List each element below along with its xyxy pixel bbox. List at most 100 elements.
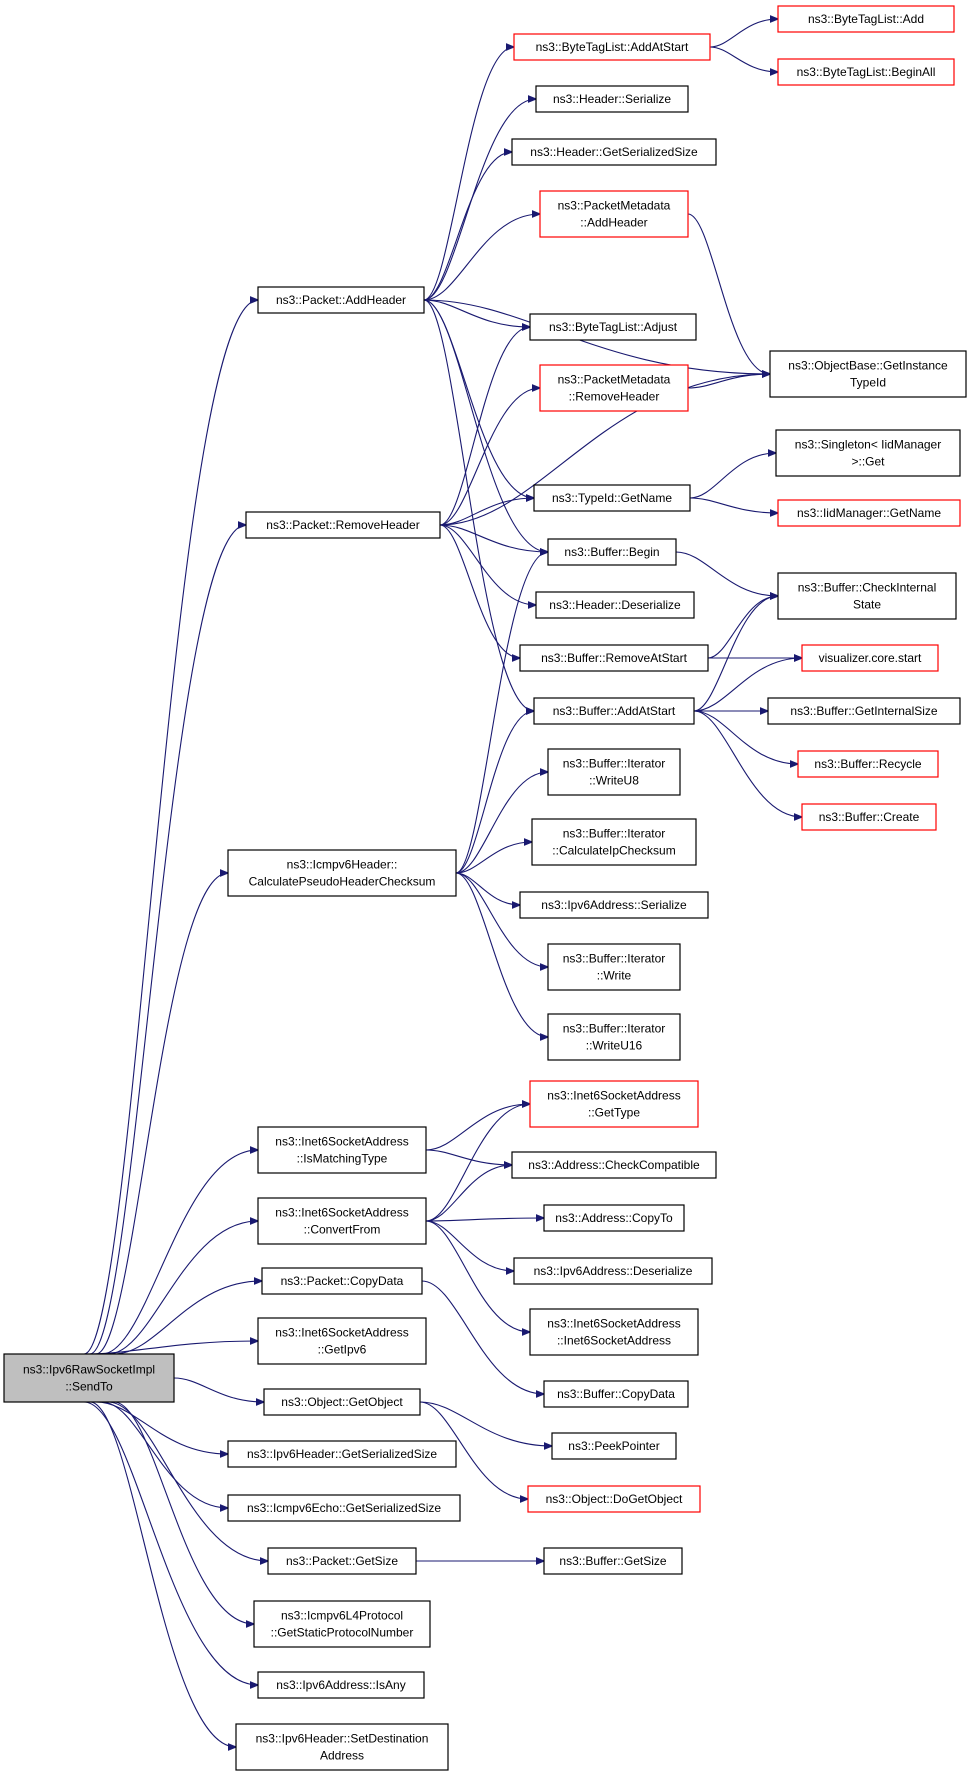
node-box: [227, 1440, 457, 1468]
call-edge: [455, 842, 532, 874]
node-ipv6hdr-getsize[interactable]: ns3::Ipv6Header::GetSerializedSize: [227, 1440, 457, 1468]
node-buffer-copydata[interactable]: ns3::Buffer::CopyData: [543, 1380, 689, 1408]
node-label-line: ns3::Header::GetSerializedSize: [530, 145, 698, 159]
node-label-line: ::CalculateIpChecksum: [552, 844, 675, 858]
node-pktmeta-removeheader[interactable]: ns3::PacketMetadata::RemoveHeader: [539, 364, 689, 412]
node-buffer-getinternalsize[interactable]: ns3::Buffer::GetInternalSize: [767, 697, 961, 725]
node-buffer-addatstart[interactable]: ns3::Buffer::AddAtStart: [533, 697, 695, 725]
node-typeid-getname[interactable]: ns3::TypeId::GetName: [533, 484, 691, 512]
edge-root-to-obj_getobject: [173, 1377, 264, 1402]
node-pkt-addheader[interactable]: ns3::Packet::AddHeader: [257, 286, 425, 314]
node-label-line: ns3::Ipv6Address::Deserialize: [534, 1264, 693, 1278]
node-box: [543, 1204, 685, 1232]
node-box: [531, 818, 697, 866]
node-visualizer-start[interactable]: visualizer.core.start: [801, 644, 939, 672]
edge-buffer_addatstart-to-buffer_recycle: [693, 710, 798, 764]
call-edge: [423, 299, 534, 498]
node-label-line: ns3::Inet6SocketAddress: [275, 1326, 408, 1340]
edge-pkt_addheader-to-pktmeta_addheader: [423, 214, 540, 301]
node-header-deserialize[interactable]: ns3::Header::Deserialize: [535, 591, 695, 619]
node-addr-checkcompat[interactable]: ns3::Address::CheckCompatible: [511, 1151, 717, 1179]
node-header-getsize[interactable]: ns3::Header::GetSerializedSize: [511, 138, 717, 166]
node-bytetag-beginall[interactable]: ns3::ByteTagList::BeginAll: [777, 58, 955, 86]
edge-pkt_removeheader-to-bytetag_adjust: [439, 327, 530, 526]
node-buffer-removeatstart[interactable]: ns3::Buffer::RemoveAtStart: [519, 644, 709, 672]
node-label-line: ns3::Buffer::GetSize: [559, 1554, 666, 1568]
call-edge: [439, 524, 548, 552]
edge-inet6_ismatching-to-inet6_gettype: [425, 1104, 530, 1151]
node-pkt-removeheader[interactable]: ns3::Packet::RemoveHeader: [245, 511, 441, 539]
node-ipv6addr-deserialize[interactable]: ns3::Ipv6Address::Deserialize: [513, 1257, 713, 1285]
node-label-line: ns3::ByteTagList::BeginAll: [797, 65, 936, 79]
node-iter-write[interactable]: ns3::Buffer::Iterator::Write: [547, 943, 681, 991]
node-buffer-begin[interactable]: ns3::Buffer::Begin: [547, 538, 677, 566]
edge-root-to-inet6_ismatching: [101, 1150, 258, 1355]
edge-bytetag_addatstart-to-bytetag_beginall: [709, 46, 778, 72]
node-label-line: ns3::PacketMetadata: [558, 373, 671, 387]
node-box: [263, 1388, 421, 1416]
edge-inet6_convertfrom-to-addr_checkcompat: [425, 1165, 512, 1222]
node-peekpointer[interactable]: ns3::PeekPointer: [551, 1432, 677, 1460]
call-edge: [423, 299, 548, 552]
node-label-line: ns3::Buffer::Begin: [564, 545, 659, 559]
node-obj-dogetobject[interactable]: ns3::Object::DoGetObject: [527, 1485, 701, 1513]
node-buffer-create[interactable]: ns3::Buffer::Create: [801, 803, 937, 831]
node-singleton-get[interactable]: ns3::Singleton< IidManager>::Get: [775, 429, 961, 477]
node-ipv6addr-serialize[interactable]: ns3::Ipv6Address::Serialize: [519, 891, 709, 919]
node-iter-writeu16[interactable]: ns3::Buffer::Iterator::WriteU16: [547, 1013, 681, 1061]
node-label-line: ::Inet6SocketAddress: [557, 1334, 671, 1348]
node-label-line: ::GetIpv6: [318, 1343, 367, 1357]
node-header-serialize[interactable]: ns3::Header::Serialize: [535, 85, 689, 113]
node-buffer-getsize[interactable]: ns3::Buffer::GetSize: [543, 1547, 683, 1575]
node-box: [257, 1126, 427, 1174]
node-label-line: ::WriteU16: [586, 1039, 643, 1053]
node-icmpv6l4-proto[interactable]: ns3::Icmpv6L4Protocol::GetStaticProtocol…: [253, 1600, 431, 1648]
node-addr-copyto[interactable]: ns3::Address::CopyTo: [543, 1204, 685, 1232]
node-box: [533, 484, 691, 512]
node-label-line: ns3::ByteTagList::Add: [808, 12, 924, 26]
node-buffer-recycle[interactable]: ns3::Buffer::Recycle: [797, 750, 939, 778]
node-inet6-ctor[interactable]: ns3::Inet6SocketAddress::Inet6SocketAddr…: [529, 1308, 699, 1356]
node-box: [533, 697, 695, 725]
node-box: [529, 1308, 699, 1356]
node-inet6-getipv6[interactable]: ns3::Inet6SocketAddress::GetIpv6: [257, 1317, 427, 1365]
call-edge: [421, 1280, 544, 1394]
node-inet6-convertfrom[interactable]: ns3::Inet6SocketAddress::ConvertFrom: [257, 1197, 427, 1245]
node-icmpv6echo-getsize[interactable]: ns3::Icmpv6Echo::GetSerializedSize: [227, 1494, 461, 1522]
node-root[interactable]: ns3::Ipv6RawSocketImpl::SendTo: [3, 1353, 175, 1403]
node-iidmgr-getname[interactable]: ns3::IidManager::GetName: [777, 499, 961, 527]
call-edge: [89, 1401, 236, 1747]
node-label-line: ns3::Buffer::GetInternalSize: [790, 704, 938, 718]
node-iter-writeu8[interactable]: ns3::Buffer::Iterator::WriteU8: [547, 748, 681, 796]
edge-pktmeta_removeheader-to-objbase_typeid: [687, 374, 770, 389]
node-icmpv6-pseudo[interactable]: ns3::Icmpv6Header::CalculatePseudoHeader…: [227, 849, 457, 897]
node-label-line: ns3::Buffer::CheckInternal: [798, 581, 937, 595]
node-inet6-ismatching[interactable]: ns3::Inet6SocketAddress::IsMatchingType: [257, 1126, 427, 1174]
node-ipv6addr-isany[interactable]: ns3::Ipv6Address::IsAny: [257, 1671, 425, 1699]
node-bytetag-adjust[interactable]: ns3::ByteTagList::Adjust: [529, 313, 697, 341]
node-bytetag-add[interactable]: ns3::ByteTagList::Add: [777, 5, 955, 33]
node-iter-checksum[interactable]: ns3::Buffer::Iterator::CalculateIpChecks…: [531, 818, 697, 866]
node-label-line: ns3::Object::GetObject: [281, 1395, 403, 1409]
call-edge: [455, 711, 534, 874]
node-box: [767, 697, 961, 725]
edge-root-to-pkt_addheader: [83, 300, 258, 1355]
edge-obj_getobject-to-peekpointer: [419, 1401, 552, 1446]
node-label-line: ns3::Ipv6RawSocketImpl: [23, 1363, 155, 1377]
node-label-line: ns3::ByteTagList::AddAtStart: [536, 40, 689, 54]
edge-buffer_begin-to-buffer_checkstate: [675, 551, 778, 596]
node-pkt-getsize[interactable]: ns3::Packet::GetSize: [267, 1547, 417, 1575]
node-pktmeta-addheader[interactable]: ns3::PacketMetadata::AddHeader: [539, 190, 689, 238]
node-inet6-gettype[interactable]: ns3::Inet6SocketAddress::GetType: [529, 1080, 699, 1128]
edge-icmpv6_pseudo-to-ipv6addr_serialize: [455, 872, 520, 905]
node-bytetag-addatstart[interactable]: ns3::ByteTagList::AddAtStart: [513, 33, 711, 61]
call-edge: [107, 1221, 258, 1355]
node-pkt-copydata[interactable]: ns3::Packet::CopyData: [261, 1267, 423, 1295]
node-label-line: ns3::Buffer::Iterator: [563, 757, 666, 771]
call-edge: [439, 374, 770, 526]
node-label-line: ns3::Buffer::RemoveAtStart: [541, 651, 688, 665]
node-obj-getobject[interactable]: ns3::Object::GetObject: [263, 1388, 421, 1416]
